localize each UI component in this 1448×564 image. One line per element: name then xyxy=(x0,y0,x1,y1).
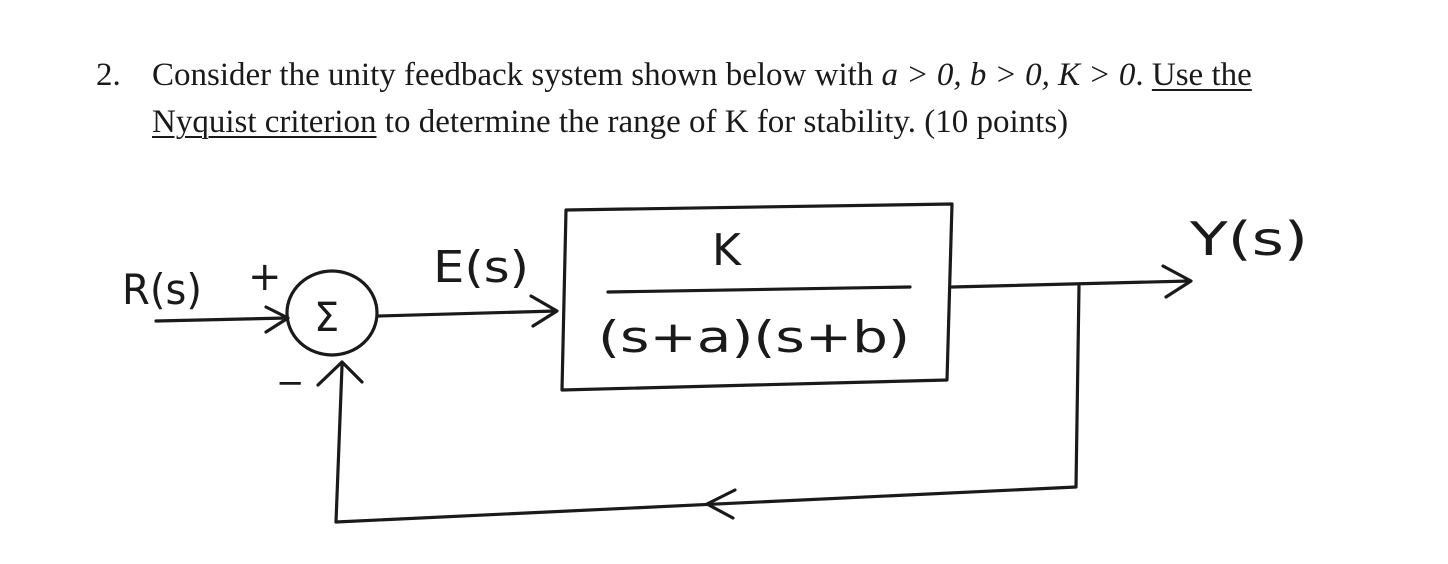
question-line-2: Nyquist criterion to determine the range… xyxy=(152,99,1068,146)
question-line1-text: Consider the unity feedback system shown… xyxy=(152,57,882,93)
error-signal-line xyxy=(376,309,558,318)
summing-junction-symbol: Σ xyxy=(314,295,339,341)
output-arrowhead xyxy=(1161,264,1193,299)
question-instruction-criterion: Nyquist criterion xyxy=(152,104,377,140)
plant-numerator: K xyxy=(712,225,742,276)
question-line2-text: to determine the range of K for stabilit… xyxy=(376,104,1069,140)
question-line-1: Consider the unity feedback system shown… xyxy=(152,52,1252,99)
input-signal-line xyxy=(154,316,289,323)
output-label: Y(s) xyxy=(1189,212,1308,266)
error-label: E(s) xyxy=(433,242,529,293)
error-arrowhead xyxy=(529,294,559,328)
summing-junction-circle xyxy=(285,269,379,357)
feedback-arrowhead-up xyxy=(316,360,364,387)
plant-fraction-bar xyxy=(606,285,912,294)
question-instruction-start: Use the xyxy=(1151,57,1252,93)
plus-sign: + xyxy=(248,254,282,300)
minus-sign: − xyxy=(276,363,305,403)
question-conditions: a > 0, b > 0, K > 0 xyxy=(881,57,1136,93)
output-signal-line xyxy=(950,279,1192,289)
input-label: R(s) xyxy=(122,265,202,314)
question-line1-period: . xyxy=(1135,57,1152,93)
plant-block xyxy=(560,202,954,392)
feedback-arrowhead-left xyxy=(705,488,737,520)
question-number: 2. xyxy=(96,57,121,93)
plant-denominator: (s+a)(s+b) xyxy=(598,312,910,363)
